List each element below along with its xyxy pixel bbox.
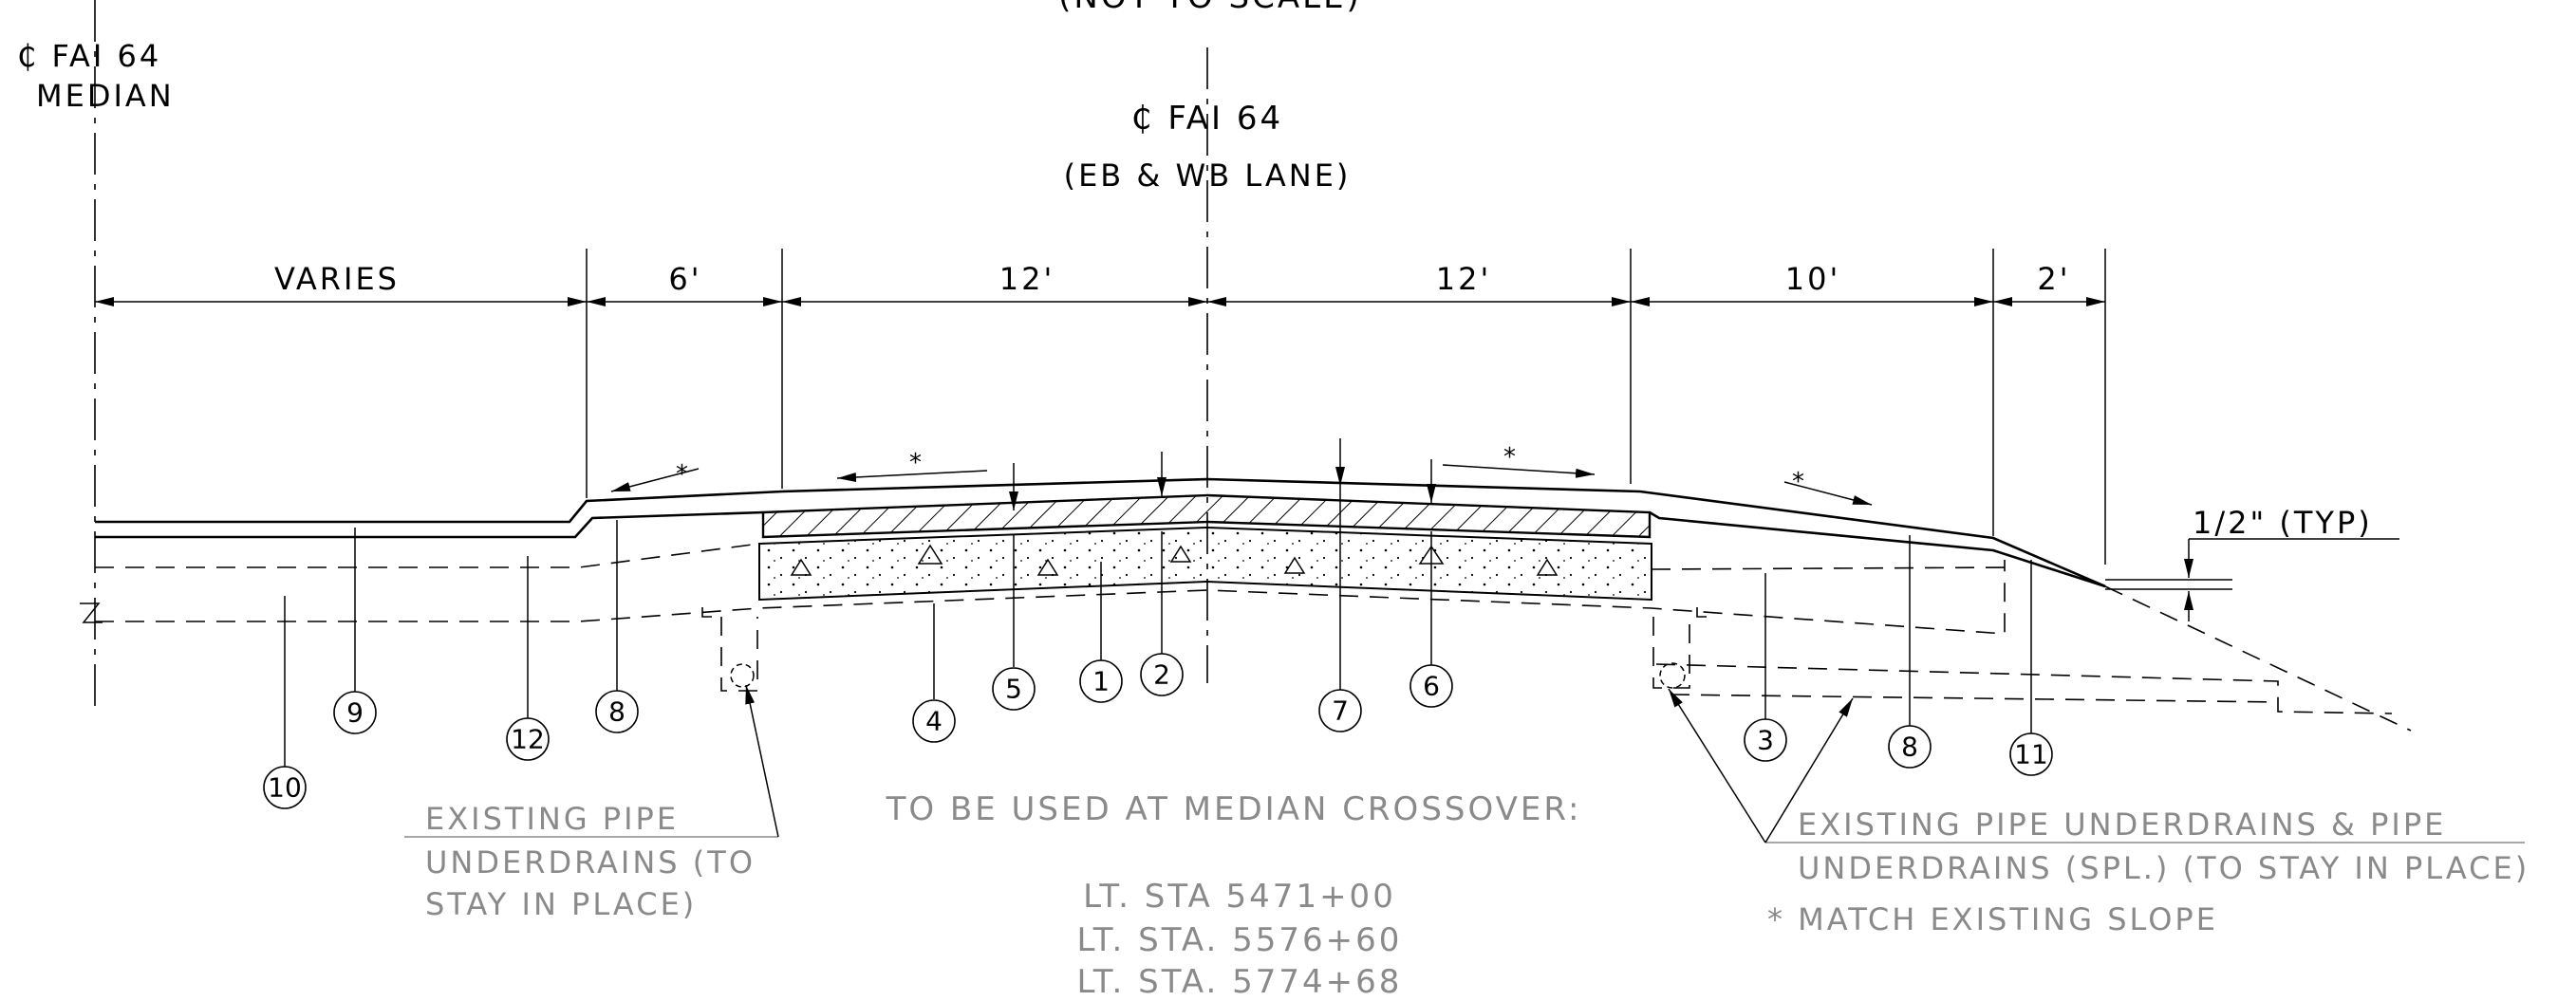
svg-text:8: 8 (608, 696, 625, 728)
svg-text:9: 9 (346, 697, 364, 729)
callout-bubble-10: 9 (333, 691, 377, 734)
callout-bubble-2: 2 (1140, 653, 1184, 696)
left-underdrain (720, 617, 758, 692)
callout-leaders (284, 486, 2032, 767)
left-underdrain-note-2: UNDERDRAINS (TO (425, 844, 756, 881)
svg-text:6: 6 (1423, 671, 1440, 702)
callout-bubble-12: 12 (506, 717, 550, 761)
svg-text:8: 8 (1901, 732, 1918, 763)
svg-text:11: 11 (2014, 739, 2048, 770)
left-underdrain-note-1: EXISTING PIPE (425, 801, 679, 837)
callout-bubble-11: 10 (263, 766, 307, 809)
slope-mark-2: * (909, 449, 924, 477)
callout-bubble-6: 6 (1409, 664, 1453, 708)
slope-arrows (610, 464, 1873, 506)
dimension-varies: VARIES (274, 261, 400, 297)
typ-detail (2105, 538, 2399, 621)
svg-text:5: 5 (1005, 674, 1022, 705)
slope-mark-3: * (1503, 443, 1519, 472)
surface-course-layer (761, 493, 1652, 539)
dimension-6ft: 6' (668, 261, 701, 297)
subbase-layer (758, 526, 1652, 602)
station-2: LT. STA. 5576+60 (1077, 921, 1403, 959)
typ-dimension-label: 1/2" (TYP) (2193, 505, 2373, 541)
underdrain-note-leaders (404, 684, 2525, 843)
dimension-12ft-right: 12' (1436, 261, 1492, 297)
callout-bubble-1: 1 (1079, 659, 1123, 703)
callout-bubble-8-right: 8 (1888, 725, 1932, 769)
roadway-centerline-label: ₵ FAI 64 (1131, 100, 1283, 138)
svg-text:12: 12 (511, 724, 545, 755)
svg-text:3: 3 (1757, 725, 1774, 756)
svg-text:4: 4 (925, 706, 943, 737)
roadway-centerline-label-2: (EB & WB LANE) (1064, 158, 1352, 194)
station-3: LT. STA. 5774+68 (1077, 963, 1403, 1001)
scale-note: (NOT TO SCALE) (1058, 0, 1362, 16)
right-underdrain-note-1: EXISTING PIPE UNDERDRAINS & PIPE (1798, 806, 2446, 843)
match-slope-note: * MATCH EXISTING SLOPE (1767, 901, 2218, 937)
callout-bubble-8-left: 8 (595, 690, 639, 733)
break-line (80, 602, 103, 623)
station-1: LT. STA 5471+00 (1083, 878, 1396, 916)
callout-bubble-7: 7 (1318, 689, 1362, 732)
dimension-2ft: 2' (2037, 261, 2070, 297)
median-centerline-label: ₵ FAI 64 (17, 38, 161, 74)
pavement-surface (95, 477, 2106, 588)
left-underdrain-note-3: STAY IN PLACE) (425, 886, 697, 922)
median-centerline-label-2: MEDIAN (36, 78, 175, 114)
callout-bubble-4: 4 (912, 699, 956, 743)
dimension-10ft: 10' (1785, 261, 1841, 297)
dimension-12ft-left: 12' (999, 261, 1055, 297)
slope-mark-1: * (676, 460, 691, 489)
svg-text:1: 1 (1092, 666, 1110, 697)
right-underdrain-note-2: UNDERDRAINS (SPL.) (TO STAY IN PLACE) (1798, 850, 2529, 886)
callout-bubble-3: 3 (1744, 718, 1787, 762)
svg-text:7: 7 (1332, 695, 1349, 727)
subgrade-lines (95, 543, 2412, 732)
callout-bubble-9: 11 (2009, 732, 2053, 776)
slope-mark-4: * (1792, 468, 1807, 496)
callout-bubble-5: 5 (992, 667, 1036, 711)
median-crossover-title: TO BE USED AT MEDIAN CROSSOVER: (886, 790, 1582, 828)
thickness-arrows (1009, 438, 1436, 510)
right-underdrain (1652, 617, 1690, 689)
svg-text:2: 2 (1153, 659, 1170, 691)
svg-text:10: 10 (268, 772, 302, 804)
